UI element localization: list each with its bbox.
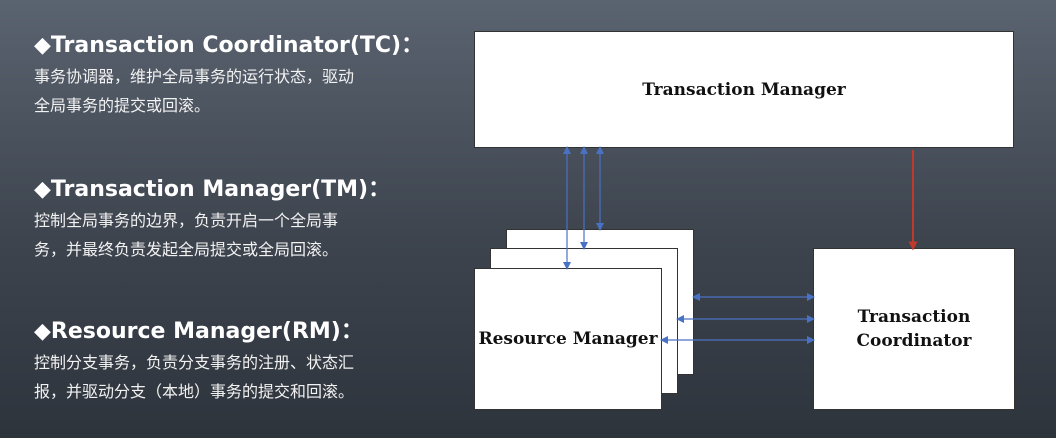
tc-desc-line: 事务协调器，维护全局事务的运行状态，驱动 <box>34 67 355 86</box>
transaction-coordinator-label-line1: Transaction <box>857 307 971 327</box>
tm-desc-line: 控制全局事务的边界，负责开启一个全局事 <box>34 211 339 230</box>
rm-section: ◆Resource Manager(RM)： 控制分支事务，负责分支事务的注册、… <box>34 318 464 406</box>
tc-section-title: ◆Transaction Coordinator(TC)： <box>34 33 424 58</box>
rm-section-desc: 控制分支事务，负责分支事务的注册、状态汇 报，并驱动分支（本地）事务的提交和回滚… <box>34 348 464 406</box>
resource-manager-box: Resource Manager <box>474 268 662 410</box>
tm-desc-line: 务，并最终负责发起全局提交或全局回滚。 <box>34 240 339 259</box>
tc-desc-line: 全局事务的提交或回滚。 <box>34 96 211 115</box>
resource-manager-label: Resource Manager <box>478 329 658 349</box>
tc-section: ◆Transaction Coordinator(TC)： 事务协调器，维护全局… <box>34 32 464 120</box>
tc-section-desc: 事务协调器，维护全局事务的运行状态，驱动 全局事务的提交或回滚。 <box>34 62 464 120</box>
tm-section-title: ◆Transaction Manager(TM)： <box>34 177 391 202</box>
transaction-coordinator-box: Transaction Coordinator <box>813 248 1015 410</box>
transaction-manager-box: Transaction Manager <box>474 31 1014 148</box>
rm-desc-line: 控制分支事务，负责分支事务的注册、状态汇 <box>34 353 355 372</box>
tm-section: ◆Transaction Manager(TM)： 控制全局事务的边界，负责开启… <box>34 176 464 264</box>
rm-desc-line: 报，并驱动分支（本地）事务的提交和回滚。 <box>34 382 355 401</box>
rm-section-title: ◆Resource Manager(RM)： <box>34 319 363 344</box>
transaction-coordinator-label-line2: Coordinator <box>856 331 972 351</box>
description-panel: ◆Transaction Coordinator(TC)： 事务协调器，维护全局… <box>0 0 470 438</box>
tm-section-desc: 控制全局事务的边界，负责开启一个全局事 务，并最终负责发起全局提交或全局回滚。 <box>34 206 464 264</box>
transaction-manager-label: Transaction Manager <box>642 79 846 100</box>
